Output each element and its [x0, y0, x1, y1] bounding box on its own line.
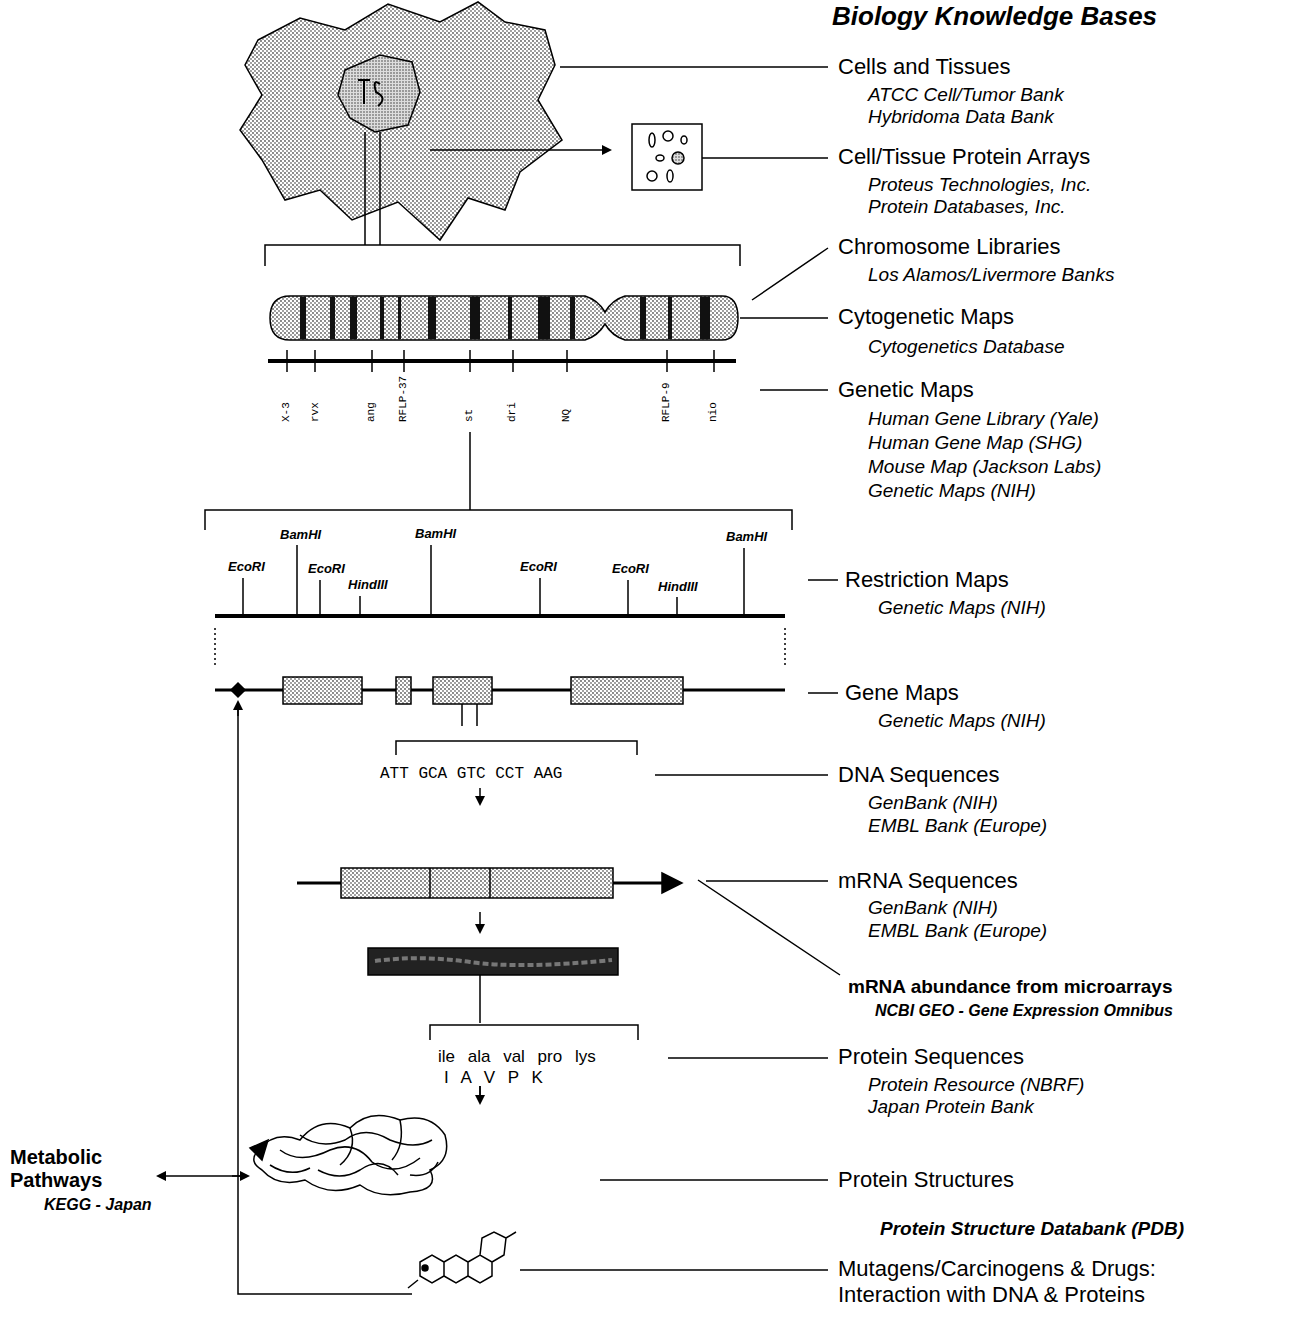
- source-label: Proteus Technologies, Inc.: [868, 174, 1091, 196]
- heading-label: mRNA abundance from microarrays: [848, 976, 1173, 998]
- source-label: Cytogenetics Database: [868, 336, 1064, 358]
- site-label: HindIII: [348, 578, 388, 593]
- site-label: EcoRI: [308, 562, 345, 577]
- sequence-label: I A V P K: [444, 1068, 543, 1088]
- marker-label: st: [463, 409, 476, 422]
- marker-label: RFLP-9: [660, 382, 673, 422]
- heading-label: Gene Maps: [845, 680, 959, 705]
- source-label: Los Alamos/Livermore Banks: [868, 264, 1114, 286]
- source-label: Human Gene Library (Yale): [868, 408, 1099, 430]
- heading-label: Restriction Maps: [845, 567, 1009, 592]
- sequence-label: ATT GCA GTC CCT AAG: [380, 765, 562, 783]
- source-label: Protein Databases, Inc.: [868, 196, 1066, 218]
- marker-label: NQ: [560, 409, 573, 422]
- site-label: BamHI: [726, 530, 767, 545]
- source-label: KEGG - Japan: [44, 1196, 152, 1214]
- sequence-label: ile ala val pro lys: [438, 1047, 596, 1067]
- heading-label: Mutagens/Carcinogens & Drugs:: [838, 1256, 1156, 1281]
- source-label: Genetic Maps (NIH): [878, 710, 1046, 732]
- heading-label: Chromosome Libraries: [838, 234, 1061, 259]
- source-label: Hybridoma Data Bank: [868, 106, 1054, 128]
- source-label: GenBank (NIH): [868, 897, 998, 919]
- heading-label: Cell/Tissue Protein Arrays: [838, 144, 1090, 169]
- site-label: HindIII: [658, 580, 698, 595]
- heading-label: Metabolic Pathways: [10, 1146, 130, 1192]
- source-label: EMBL Bank (Europe): [868, 815, 1047, 837]
- heading-label: Genetic Maps: [838, 377, 974, 402]
- source-label: Mouse Map (Jackson Labs): [868, 456, 1101, 478]
- marker-label: RFLP-37: [397, 376, 410, 422]
- source-label: Protein Structure Databank (PDB): [880, 1218, 1184, 1240]
- source-label: Genetic Maps (NIH): [878, 597, 1046, 619]
- source-label: Japan Protein Bank: [868, 1096, 1034, 1118]
- site-label: EcoRI: [612, 562, 649, 577]
- source-label: ATCC Cell/Tumor Bank: [868, 84, 1064, 106]
- heading-label: DNA Sequences: [838, 762, 999, 787]
- source-label: Human Gene Map (SHG): [868, 432, 1082, 454]
- marker-label: rvx: [309, 402, 322, 422]
- heading-label: mRNA Sequences: [838, 868, 1018, 893]
- heading-label: Interaction with DNA & Proteins: [838, 1282, 1145, 1307]
- source-label: Protein Resource (NBRF): [868, 1074, 1084, 1096]
- marker-label: nio: [707, 402, 720, 422]
- source-label: Genetic Maps (NIH): [868, 480, 1036, 502]
- heading-label: Protein Sequences: [838, 1044, 1024, 1069]
- site-label: BamHI: [280, 528, 321, 543]
- source-label: EMBL Bank (Europe): [868, 920, 1047, 942]
- site-label: EcoRI: [228, 560, 265, 575]
- heading-label: Cytogenetic Maps: [838, 304, 1014, 329]
- diagram-title: Biology Knowledge Bases: [832, 2, 1157, 32]
- marker-label: X-3: [280, 402, 293, 422]
- site-label: BamHI: [415, 527, 456, 542]
- marker-label: dri: [506, 402, 519, 422]
- source-label: GenBank (NIH): [868, 792, 998, 814]
- marker-label: ang: [365, 402, 378, 422]
- heading-label: Cells and Tissues: [838, 54, 1010, 79]
- heading-label: Protein Structures: [838, 1167, 1014, 1192]
- source-label: NCBI GEO - Gene Expression Omnibus: [875, 1002, 1173, 1020]
- site-label: EcoRI: [520, 560, 557, 575]
